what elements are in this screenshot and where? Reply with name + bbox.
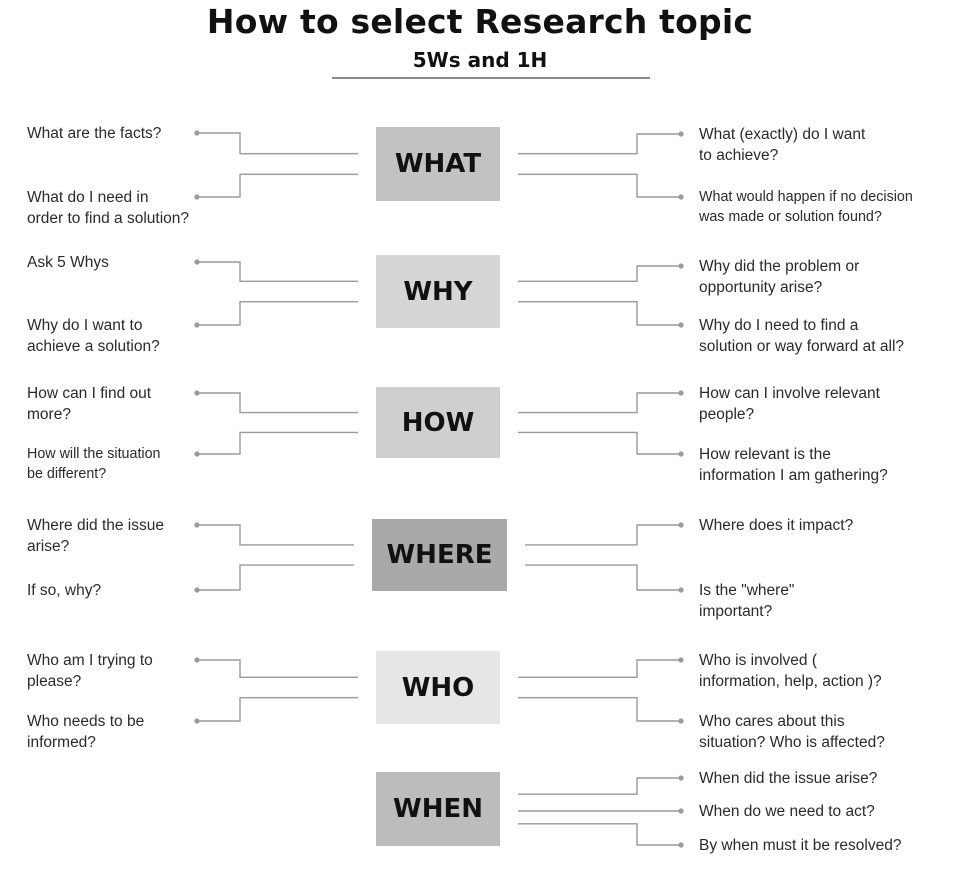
question-who-left-2: Who needs to be informed? — [27, 711, 144, 753]
connector-line — [518, 823, 681, 846]
connector-line — [518, 659, 681, 678]
hub-when: WHEN — [376, 772, 500, 846]
question-line: achieve a solution? — [27, 338, 160, 355]
question-line: What (exactly) do I want — [699, 126, 866, 143]
question-line: information I am gathering? — [699, 467, 888, 484]
question-why-left-1: Ask 5 Whys — [27, 252, 109, 273]
title-divider — [332, 77, 650, 79]
question-line: to achieve? — [699, 147, 779, 164]
question-line: Where does it impact? — [699, 517, 854, 534]
connector-line — [197, 392, 358, 414]
question-line: When did the issue arise? — [699, 770, 878, 787]
question-what-left-1: What are the facts? — [27, 123, 161, 144]
connector-line — [518, 697, 681, 722]
connector-line — [518, 777, 681, 795]
hub-what: WHAT — [376, 127, 500, 201]
connector-line — [197, 659, 358, 678]
connector-line — [197, 524, 354, 546]
question-line: What do I need in — [27, 189, 149, 206]
hub-how: HOW — [376, 387, 500, 458]
question-line: informed? — [27, 734, 96, 751]
question-line: How relevant is the — [699, 446, 831, 463]
connector-line — [518, 301, 681, 326]
connector-line — [525, 524, 681, 546]
question-line: information, help, action )? — [699, 673, 882, 690]
diagram-title: How to select Research topic — [206, 2, 754, 41]
question-where-right-2: Is the "where" important? — [699, 580, 794, 622]
question-line: How will the situation — [27, 446, 161, 462]
question-line: Where did the issue — [27, 517, 164, 534]
question-line: opportunity arise? — [699, 279, 823, 296]
question-line: Ask 5 Whys — [27, 254, 109, 271]
question-line: situation? Who is affected? — [699, 734, 885, 751]
connector-line — [197, 173, 358, 198]
question-when-right-3: By when must it be resolved? — [699, 835, 901, 856]
question-line: please? — [27, 673, 82, 690]
connector-line — [197, 564, 354, 591]
question-how-left-1: How can I find out more? — [27, 383, 151, 425]
connector-line — [197, 261, 358, 282]
hub-why: WHY — [376, 255, 500, 328]
question-where-left-2: If so, why? — [27, 580, 101, 601]
question-line: solution or way forward at all? — [699, 338, 905, 355]
question-line: important? — [699, 603, 773, 620]
connector-line — [518, 392, 681, 414]
question-how-right-2: How relevant is the information I am gath… — [699, 444, 888, 486]
question-what-right-2: What would happen if no decision was made… — [699, 187, 913, 227]
question-line: order to find a solution? — [27, 210, 189, 227]
question-line: By when must it be resolved? — [699, 837, 902, 854]
question-why-right-1: Why did the problem or opportunity arise? — [699, 256, 859, 298]
question-line: Who cares about this — [699, 713, 845, 730]
connector-line — [518, 173, 681, 198]
question-line: How can I involve relevant — [699, 385, 880, 402]
diagram-subtitle: 5Ws and 1H — [412, 48, 548, 72]
connector-line — [197, 301, 358, 326]
question-line: Why do I need to find a — [699, 317, 859, 334]
connector-line — [525, 564, 681, 591]
question-line: people? — [699, 406, 755, 423]
question-line: be different? — [27, 466, 107, 482]
question-what-left-2: What do I need in order to find a solutio… — [27, 187, 189, 229]
question-how-right-1: How can I involve relevant people? — [699, 383, 880, 425]
question-line: Why did the problem or — [699, 258, 860, 275]
question-where-right-1: Where does it impact? — [699, 515, 853, 536]
question-line: What would happen if no decision — [699, 189, 913, 205]
question-who-right-1: Who is involved ( information, help, acti… — [699, 650, 882, 692]
question-when-right-1: When did the issue arise? — [699, 768, 877, 789]
connector-line — [518, 431, 681, 455]
connector-line — [197, 431, 358, 455]
question-line: Is the "where" — [699, 582, 795, 599]
question-line: Who am I trying to — [27, 652, 153, 669]
hub-where: WHERE — [372, 519, 507, 591]
question-line: How can I find out — [27, 385, 152, 402]
question-who-right-2: Who cares about this situation? Who is af… — [699, 711, 885, 753]
question-line: If so, why? — [27, 582, 102, 599]
question-line: arise? — [27, 538, 70, 555]
question-line: When do we need to act? — [699, 803, 875, 820]
question-line: Why do I want to — [27, 317, 143, 334]
question-who-left-1: Who am I trying to please? — [27, 650, 153, 692]
connector-line — [518, 265, 681, 282]
question-line: Who is involved ( — [699, 652, 818, 669]
question-why-right-2: Why do I need to find a solution or way f… — [699, 315, 904, 357]
connector-line — [518, 133, 681, 155]
connector-line — [197, 132, 358, 155]
question-what-right-1: What (exactly) do I want to achieve? — [699, 124, 865, 166]
question-where-left-1: Where did the issue arise? — [27, 515, 164, 557]
question-line: Who needs to be — [27, 713, 145, 730]
question-when-right-2: When do we need to act? — [699, 801, 875, 822]
question-line: was made or solution found? — [699, 209, 882, 225]
question-line: more? — [27, 406, 71, 423]
question-why-left-2: Why do I want to achieve a solution? — [27, 315, 160, 357]
question-line: What are the facts? — [27, 125, 162, 142]
connector-line — [197, 697, 358, 722]
question-how-left-2: How will the situation be different? — [27, 444, 161, 484]
hub-who: WHO — [376, 651, 500, 724]
